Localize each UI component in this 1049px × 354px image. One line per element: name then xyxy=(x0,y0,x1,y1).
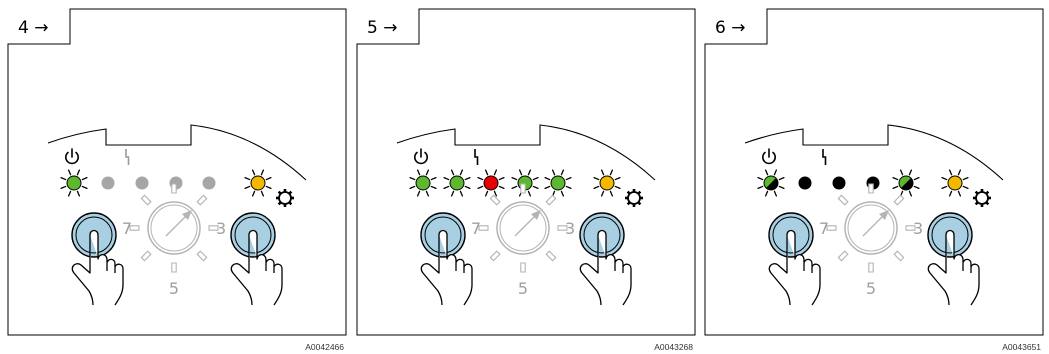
led-5 xyxy=(544,169,572,197)
device-housing-outline xyxy=(396,124,656,181)
left-hand-pressing xyxy=(768,229,821,306)
fault-icon xyxy=(125,149,130,165)
right-hand-pressing xyxy=(579,229,632,306)
step-label: 4 → xyxy=(18,18,48,38)
rotary-dial: 7 3 5 xyxy=(122,183,226,298)
dial-label-7: 7 xyxy=(471,219,481,238)
left-hand-pressing xyxy=(420,229,473,306)
step-panel-6: 6 → A0043651 7 3 5 xyxy=(704,8,1044,352)
status-led xyxy=(941,169,969,197)
figure-code: A0042466 xyxy=(305,342,344,352)
dial-label-3: 3 xyxy=(913,219,923,238)
led-3 xyxy=(832,176,846,190)
fault-icon xyxy=(822,149,827,165)
dial-label-5: 5 xyxy=(169,279,179,298)
device-housing-outline xyxy=(744,124,1004,181)
fault-icon xyxy=(474,149,479,165)
power-icon xyxy=(762,148,776,165)
settings-gear-icon xyxy=(625,189,643,207)
led-5 xyxy=(202,176,216,190)
led-1 xyxy=(409,169,437,197)
power-icon xyxy=(65,148,79,165)
step-label: 5 → xyxy=(367,18,397,38)
left-hand-pressing xyxy=(71,229,124,306)
figure-code: A0043268 xyxy=(654,342,693,352)
led-3 xyxy=(477,169,505,197)
power-icon xyxy=(414,148,428,165)
led-2 xyxy=(101,176,115,190)
led-5 xyxy=(892,169,920,197)
step-label: 6 → xyxy=(715,18,745,38)
dial-label-5: 5 xyxy=(866,279,876,298)
dial-label-3: 3 xyxy=(216,219,226,238)
step-panel-5: 5 → A0043268 7 3 5 xyxy=(356,8,696,352)
led-1 xyxy=(757,169,785,197)
figure-code: A0043651 xyxy=(1002,342,1041,352)
right-hand-pressing xyxy=(927,229,980,306)
led-3 xyxy=(135,176,149,190)
led-2 xyxy=(443,169,471,197)
rotary-dial: 7 3 5 xyxy=(819,183,923,298)
dial-label-7: 7 xyxy=(122,219,132,238)
led-2 xyxy=(798,176,812,190)
status-led xyxy=(593,169,621,197)
dial-label-3: 3 xyxy=(565,219,575,238)
rotary-dial: 7 3 5 xyxy=(471,183,575,298)
step-panel-4: 4 → A0042466 7 3 5 xyxy=(7,8,347,352)
right-hand-pressing xyxy=(230,229,283,306)
settings-gear-icon xyxy=(276,189,294,207)
device-housing-outline xyxy=(47,124,307,181)
settings-gear-icon xyxy=(973,189,991,207)
status-led xyxy=(244,169,272,197)
dial-label-5: 5 xyxy=(518,279,528,298)
led-1 xyxy=(60,169,88,197)
dial-label-7: 7 xyxy=(819,219,829,238)
